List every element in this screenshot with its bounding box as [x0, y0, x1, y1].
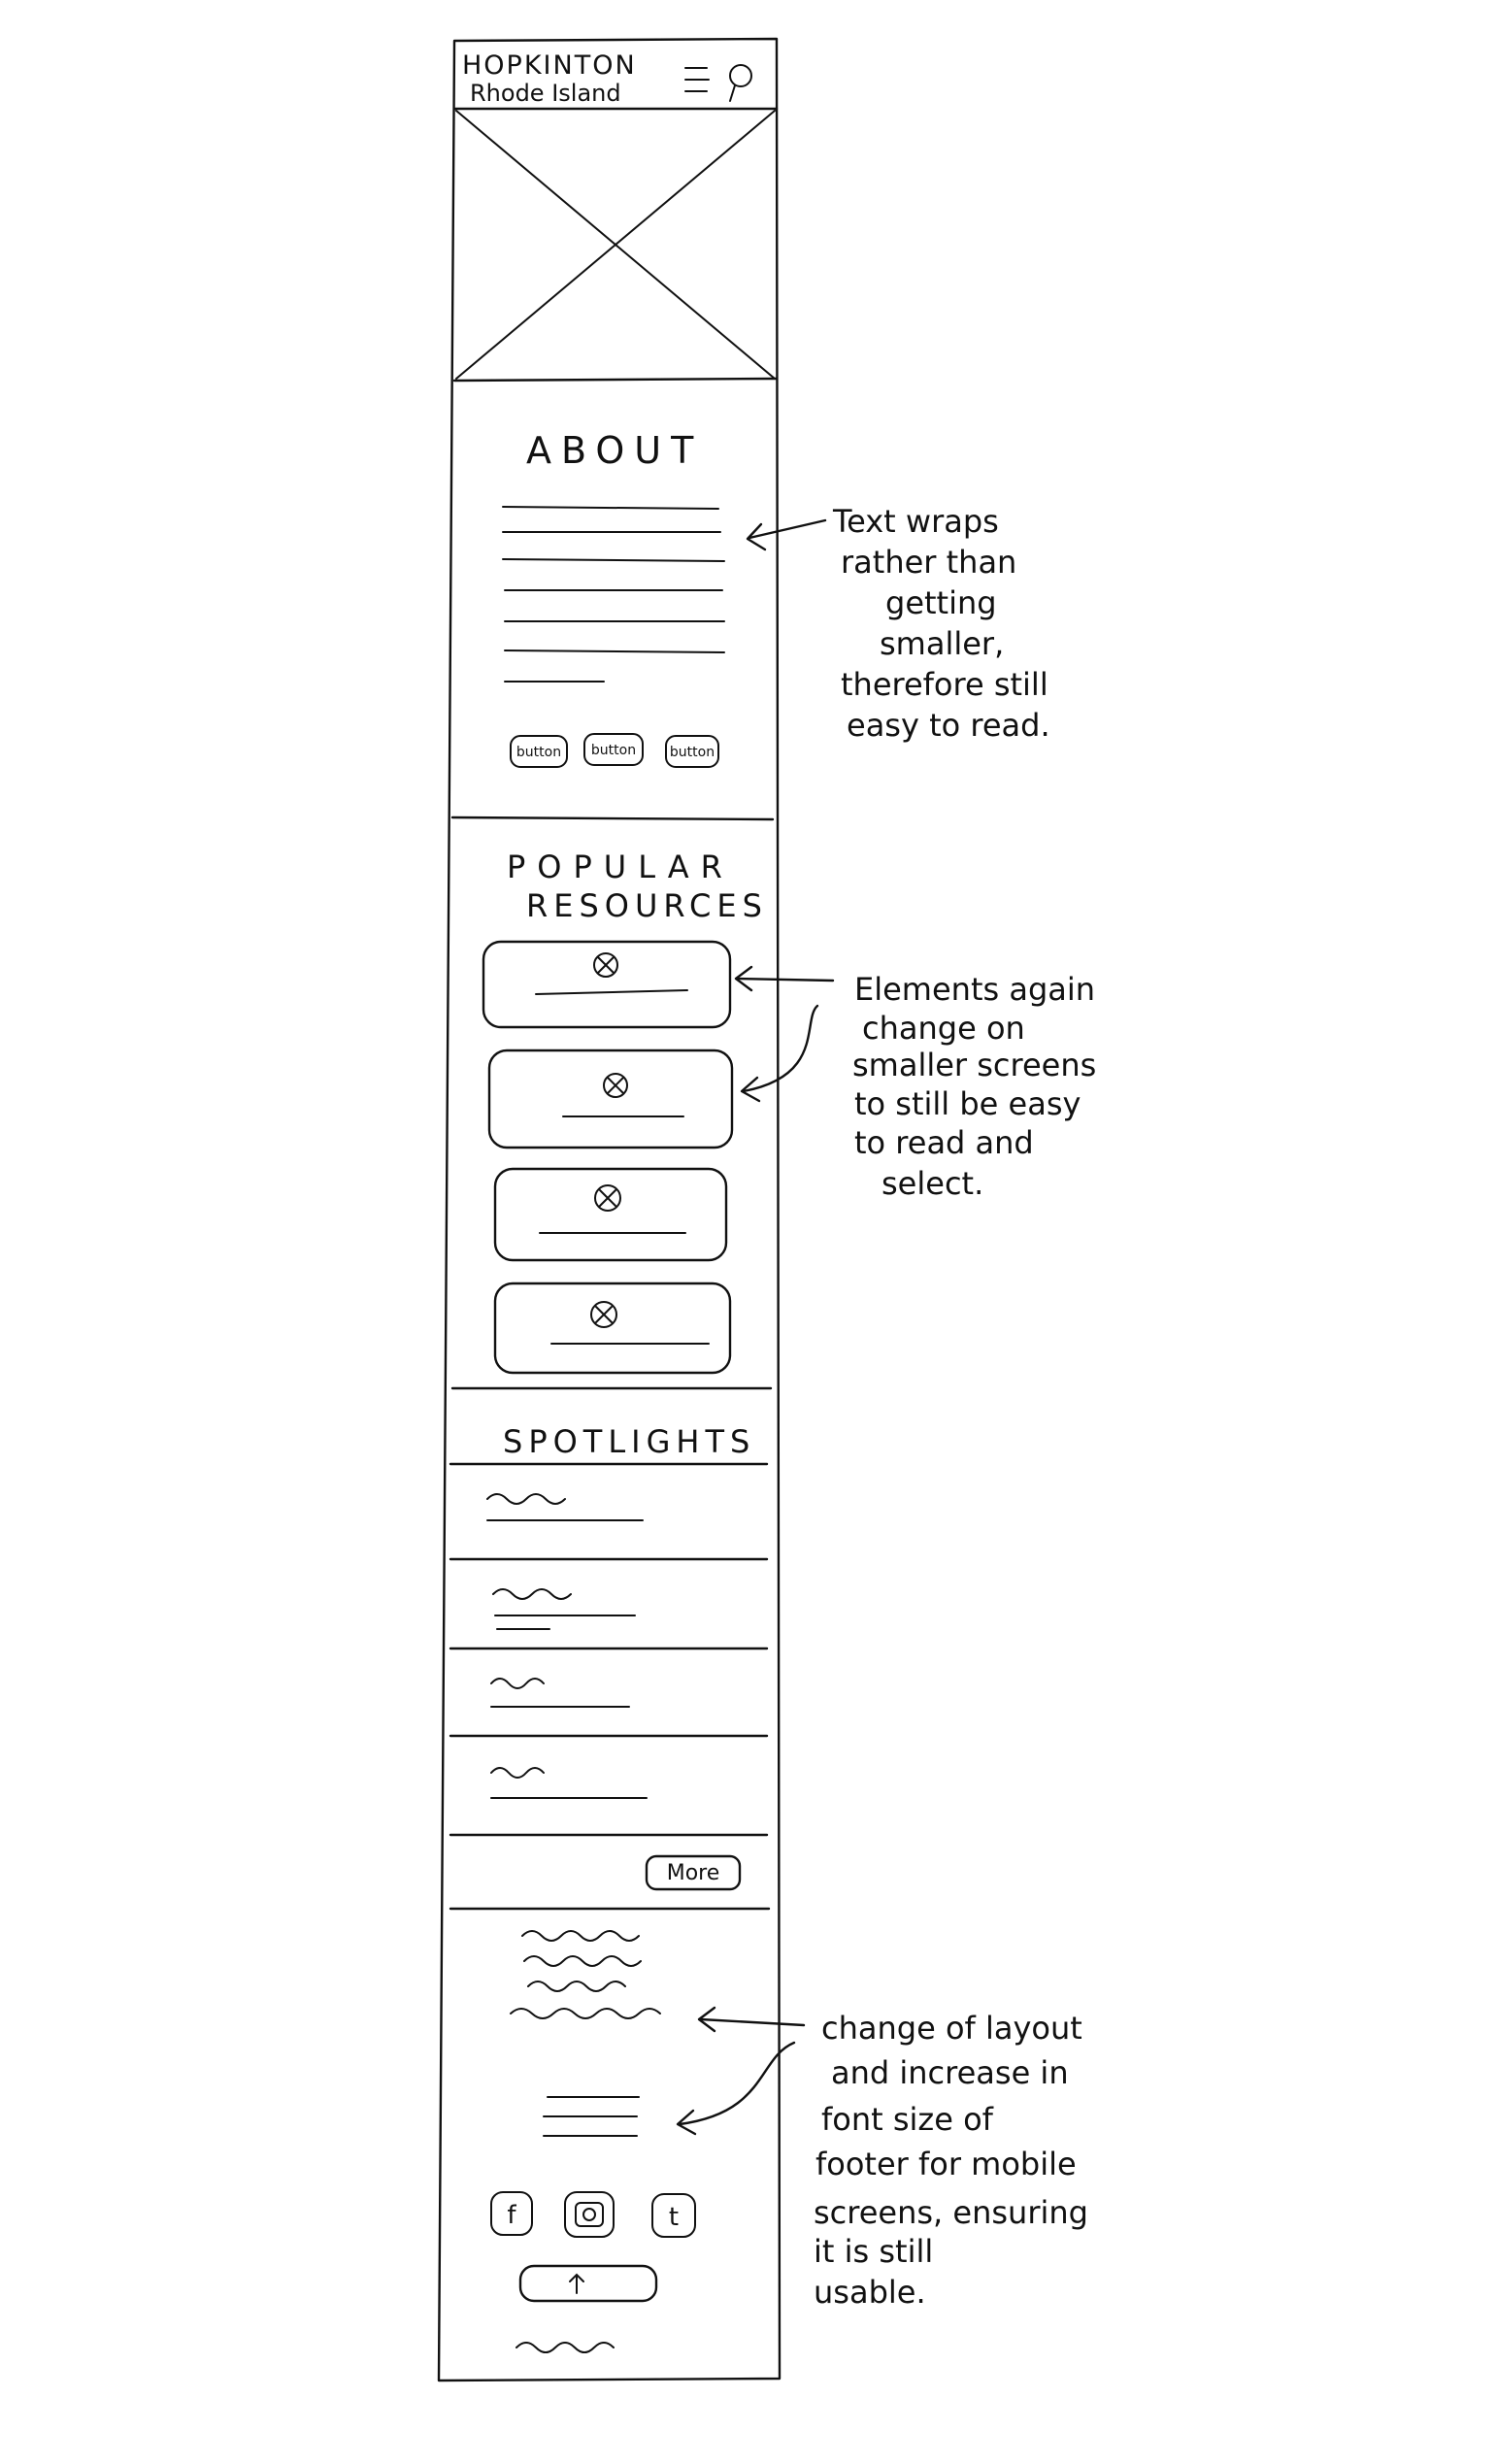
about-button-3[interactable]: button [665, 735, 719, 768]
brand-line2: Rhode Island [470, 80, 621, 107]
about-button-2-label: button [591, 743, 636, 758]
spotlights-title: SPOTLIGHTS [503, 1423, 755, 1460]
about-note-line: Text wraps [832, 503, 999, 540]
about-text-lines [502, 506, 725, 683]
resources-note-line: change on [862, 1010, 1025, 1047]
svg-text:t: t [669, 2203, 679, 2232]
footer-links[interactable] [543, 2096, 640, 2137]
footer-note-line: screens, ensuring [814, 2194, 1088, 2231]
circle-x-icon [590, 1301, 617, 1328]
resource-card[interactable] [482, 940, 732, 1029]
phone-frame [437, 37, 782, 2382]
about-button-1[interactable]: button [510, 735, 568, 768]
about-annotation-note: Text wraps rather than getting smaller, … [832, 503, 1050, 744]
resources-note-line: to still be easy [854, 1085, 1081, 1122]
footer-note-line: footer for mobile [815, 2146, 1077, 2182]
twitter-icon[interactable]: t [651, 2193, 696, 2238]
footer-note-line: it is still [814, 2233, 933, 2270]
resources-note-line: select. [882, 1165, 983, 1202]
footer-section: f t [490, 1930, 696, 2353]
instagram-icon[interactable] [564, 2191, 615, 2238]
about-note-line: easy to read. [847, 707, 1050, 744]
about-note-line: getting [885, 584, 997, 621]
spotlight-item[interactable] [492, 1588, 636, 1630]
about-note-line: rather than [841, 544, 1016, 581]
back-to-top-button[interactable] [518, 2264, 658, 2303]
about-button-2[interactable]: button [583, 733, 644, 766]
circle-x-icon [594, 1184, 621, 1212]
svg-text:f: f [507, 2201, 516, 2230]
resource-card[interactable] [487, 1049, 734, 1149]
circle-x-icon [603, 1073, 628, 1098]
about-section: ABOUT button button button [450, 429, 775, 821]
site-header: HOPKINTON Rhode Island [452, 50, 779, 111]
circle-x-icon [593, 952, 618, 978]
spotlight-item[interactable] [490, 1767, 648, 1799]
spotlights-section: SPOTLIGHTS More [449, 1423, 771, 1911]
about-button-3-label: button [670, 745, 715, 760]
about-annotation-arrow [746, 518, 827, 551]
resource-card[interactable] [493, 1167, 728, 1262]
more-button-label: More [667, 1861, 720, 1885]
footer-note-line: change of layout [821, 2010, 1082, 2047]
popular-resources-section: POPULAR RESOURCES [450, 849, 773, 1390]
spotlight-item[interactable] [490, 1678, 630, 1708]
hamburger-icon[interactable] [684, 67, 710, 92]
footer-annotation-arrows [676, 2006, 806, 2136]
hero-image-placeholder [452, 110, 779, 383]
resources-annotation-note: Elements again change on smaller screens… [852, 971, 1096, 1202]
footer-note-line: usable. [814, 2274, 926, 2311]
resource-card[interactable] [493, 1282, 732, 1375]
facebook-icon[interactable]: f [490, 2191, 533, 2236]
footer-annotation-note: change of layout and increase in font si… [814, 2010, 1088, 2311]
footer-note-line: font size of [821, 2101, 994, 2138]
footer-note-line: and increase in [831, 2054, 1069, 2091]
resources-title-line2: RESOURCES [526, 887, 768, 924]
about-title: ABOUT [526, 429, 703, 472]
about-note-line: therefore still [841, 666, 1048, 703]
brand-line1: HOPKINTON [462, 50, 637, 81]
resources-note-line: Elements again [854, 971, 1095, 1008]
resources-annotation-arrows [734, 965, 835, 1103]
more-button[interactable]: More [645, 1854, 742, 1891]
resources-title-line1: POPULAR [507, 849, 734, 885]
arrow-up-icon [569, 2273, 584, 2294]
about-button-1-label: button [516, 745, 561, 760]
footer-text-block [510, 1930, 661, 2019]
resources-note-line: smaller screens [852, 1047, 1096, 1083]
about-note-line: smaller, [880, 625, 1004, 662]
resources-note-line: to read and [854, 1124, 1034, 1161]
search-icon[interactable] [729, 64, 752, 102]
spotlight-item[interactable] [486, 1493, 644, 1521]
